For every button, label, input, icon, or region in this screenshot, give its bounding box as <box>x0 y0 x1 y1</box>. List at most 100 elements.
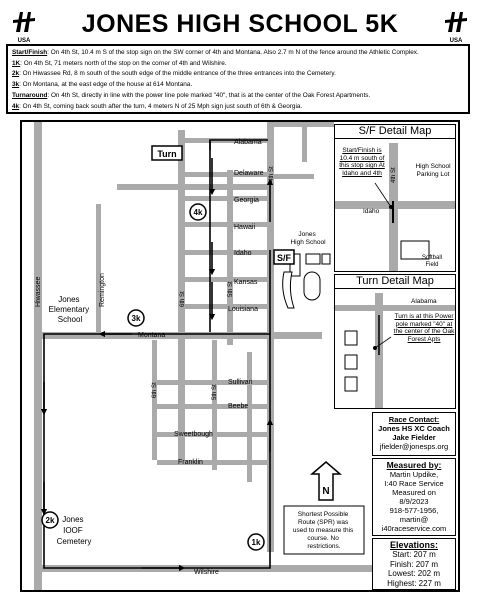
street-hs-top <box>302 122 307 162</box>
label-kansas: Kansas <box>234 279 258 286</box>
contact-line2: Jake Fielder <box>392 433 436 442</box>
label-jones-hs: Jones High School <box>290 231 326 246</box>
sf-idaho-label: Idaho <box>363 208 380 215</box>
measured-line: I:40 Race Service <box>384 479 444 488</box>
label-jones-hs-2: High School <box>290 239 326 246</box>
svg-text:1k: 1k <box>252 538 261 547</box>
street-louisiana <box>185 304 272 309</box>
high-school-buildings <box>282 253 331 309</box>
street-5th <box>227 170 233 345</box>
street-hiwassee <box>34 122 42 590</box>
label-4th: 4th St <box>269 166 275 182</box>
label-sweetbough: Sweetbough <box>174 431 213 438</box>
apartment <box>344 354 358 370</box>
softball-field <box>400 240 430 260</box>
elevation-lowest: Lowest: 202 m <box>387 569 441 578</box>
measured-line: 8/9/2023 <box>399 497 429 506</box>
street-6th <box>178 130 185 465</box>
street-montana <box>42 332 322 339</box>
km-marker-3k <box>127 309 145 327</box>
label-wilshire: Wilshire <box>194 569 219 576</box>
label-sullivan: Sullivan <box>228 379 253 386</box>
turn-detail-svg: Alabama <box>335 293 455 408</box>
label-hiwassee: Hiwassee <box>35 277 42 307</box>
usatf-logo-left: USA <box>10 8 38 44</box>
measured-line: Measured on <box>392 488 436 497</box>
map-markers: Turn S/F 4k 3k 2k 1k <box>41 145 295 551</box>
sf-detail-title: S/F Detail Map <box>335 125 455 139</box>
label-5th-south: 5th St <box>212 384 218 400</box>
apartment <box>344 330 358 346</box>
street-sullivan <box>157 380 269 385</box>
measured-line: Martin Updike, <box>389 470 439 479</box>
sf-detail-svg: Idaho 4th St <box>335 143 455 271</box>
course-map: Alabama Delaware Georgia Hawaii Idaho Ka… <box>20 120 460 592</box>
label-cemetery: Jones IOOF Cemetery <box>57 515 92 546</box>
building <box>321 253 331 265</box>
field <box>303 271 321 301</box>
sf-marker-label: S/F <box>277 253 292 263</box>
desc-line-4k: 4k: On 4th St, coming back south after t… <box>12 102 303 110</box>
north-label: N <box>322 486 329 497</box>
label-jones-elementary: Jones Elementary School <box>49 295 92 324</box>
sf-callout: Start/Finish is 10.4 m south of this sto… <box>339 147 385 177</box>
track <box>282 271 295 309</box>
sf-4th-label: 4th St <box>391 167 397 183</box>
measured-by: Measured by: Martin Updike, I:40 Race Se… <box>372 458 456 536</box>
street-top-edge <box>274 122 334 127</box>
km-marker-4k <box>189 203 207 221</box>
desc-line-start: Start/Finish: On 4th St, 10.4 m S of the… <box>12 49 419 56</box>
sf-marker <box>273 249 295 265</box>
label-6th-south: 6th St <box>152 382 158 398</box>
contact-title: Race Contact: <box>388 415 440 424</box>
measured-title: Measured by: <box>386 460 442 470</box>
contact-line1: Jones HS XC Coach <box>378 424 450 433</box>
logo-text: USA <box>17 38 31 44</box>
measured-line: i40raceservice.com <box>381 524 447 533</box>
elevation-finish: Finish: 207 m <box>389 559 439 569</box>
label-hawaii: Hawaii <box>234 224 255 231</box>
km-marker-1k <box>247 533 265 551</box>
street-franklin <box>157 460 269 465</box>
building <box>305 253 321 265</box>
spr-note: Shortest Possible Route (SPR) was used t… <box>293 511 355 550</box>
turn-detail-map: Turn Detail Map Alabama Turn is at this … <box>334 274 456 409</box>
street-sweetbough <box>157 432 269 437</box>
desc-line-2k: 2k: On Hiwassee Rd, 8 m south of the sou… <box>12 70 336 78</box>
street-side-a <box>152 340 157 460</box>
street-georgia <box>185 196 272 201</box>
svg-text:4k: 4k <box>194 208 203 217</box>
building <box>289 253 301 277</box>
label-alabama: Alabama <box>234 139 262 146</box>
street-hs-north <box>274 174 314 179</box>
callout-line <box>374 336 392 349</box>
street-side-c <box>247 352 252 482</box>
runner-logo-icon <box>13 12 35 32</box>
turn-alabama-label: Alabama <box>411 298 437 305</box>
turn-callout: Turn is at this Power pole marked "40" a… <box>393 313 455 343</box>
runner-logo-icon <box>445 12 467 32</box>
apartment <box>344 376 358 392</box>
elevations-title: Elevations: <box>389 540 438 550</box>
label-georgia: Georgia <box>234 197 259 204</box>
turn-street-alabama <box>335 305 455 311</box>
sf-parking-label: High School Parking Lot <box>415 163 451 178</box>
km-marker-2k <box>41 511 59 529</box>
sf-softball-label: Softball Field <box>421 255 442 268</box>
race-contact: Race Contact: Jones HS XC Coach Jake Fie… <box>372 412 456 456</box>
desc-line-turn: Turnaround: On 4th St, directly in line … <box>12 91 371 99</box>
label-jones-hs-1: Jones <box>298 231 316 238</box>
label-louisiana: Louisiana <box>228 306 258 313</box>
callout-line <box>374 182 392 208</box>
sf-detail-map: S/F Detail Map Idaho 4th St Start/Finish… <box>334 124 456 272</box>
north-arrow-icon: N <box>309 461 343 501</box>
elevations: Elevations: Start: 207 m Finish: 207 m L… <box>372 538 456 590</box>
spr-note-box <box>283 505 365 555</box>
turn-marker <box>151 145 183 161</box>
street-remington <box>96 204 101 334</box>
label-beebe: Beebe <box>228 403 248 410</box>
page-title: JONES HIGH SCHOOL 5K <box>81 10 399 38</box>
elevation-highest: Highest: 227 m <box>387 578 441 588</box>
course-description: Start/Finish: On 4th St, 10.4 m S of the… <box>6 44 470 114</box>
label-franklin: Franklin <box>178 459 203 466</box>
